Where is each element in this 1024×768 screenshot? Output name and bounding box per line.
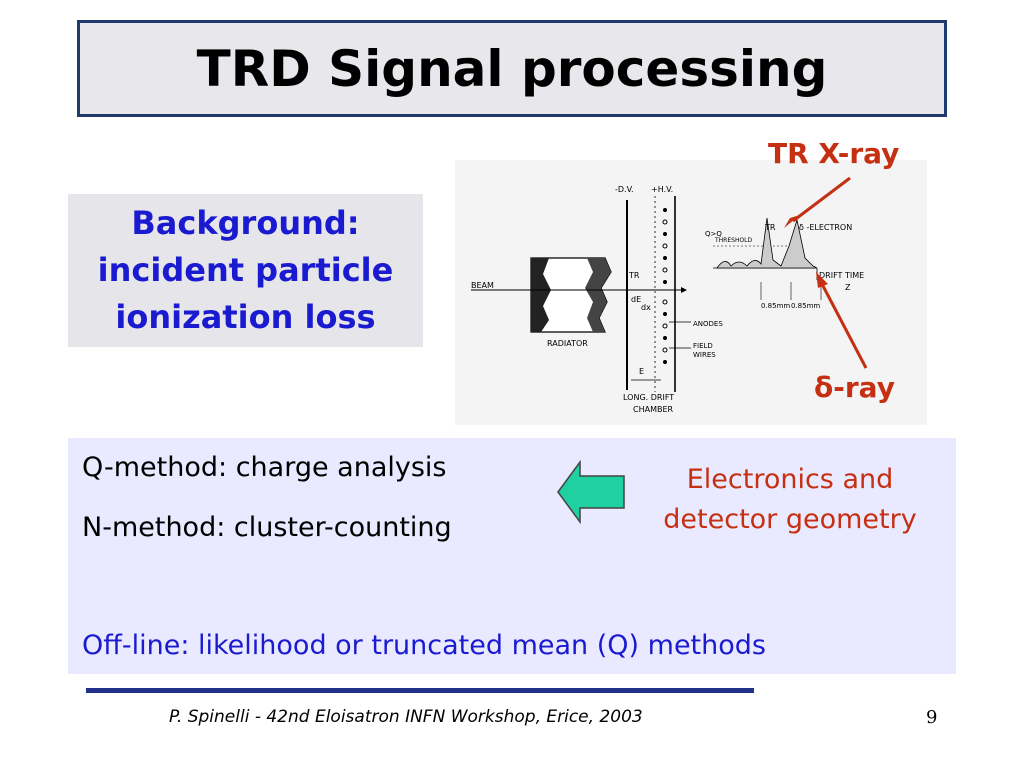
long-drift-label: LONG. DRIFT bbox=[623, 393, 674, 402]
drift-time-label: DRIFT TIME bbox=[819, 271, 864, 280]
n-method: N-method: cluster-counting bbox=[82, 512, 452, 543]
wires-label: WIRES bbox=[693, 351, 716, 359]
hv-label: +H.V. bbox=[651, 185, 673, 194]
signal-tr-label: TR bbox=[764, 223, 776, 232]
threshold-label: THRESHOLD bbox=[714, 237, 753, 244]
footer-rule bbox=[86, 688, 754, 693]
electronics-line-2: detector geometry bbox=[663, 504, 917, 535]
dedx-denominator: dx bbox=[641, 303, 651, 312]
footer-text: P. Spinelli - 42nd Eloisatron INFN Works… bbox=[169, 707, 643, 727]
beam-arrow bbox=[681, 287, 687, 293]
radiator: RADIATOR bbox=[530, 257, 612, 348]
offline-method: Off-line: likelihood or truncated mean (… bbox=[82, 630, 766, 661]
trd-diagram: RADIATOR BEAM -D.V. +H.V. TR dE dx ANODE… bbox=[455, 160, 927, 425]
page-number: 9 bbox=[926, 707, 938, 728]
background-line-1: Background: bbox=[131, 204, 360, 242]
q-threshold-label: Q>Q bbox=[705, 230, 722, 238]
drift-signal bbox=[713, 217, 822, 300]
delta-ray-arrowhead bbox=[816, 272, 828, 288]
tr-xray-label: TR X-ray bbox=[768, 137, 900, 170]
left-arrow-icon bbox=[557, 460, 625, 524]
background-line-2: incident particle bbox=[97, 251, 394, 289]
title-box: TRD Signal processing bbox=[77, 20, 947, 117]
anodes-label: ANODES bbox=[693, 320, 723, 328]
wire-column bbox=[662, 208, 668, 364]
field-label: FIELD bbox=[693, 342, 713, 350]
delta-ray-label: δ-ray bbox=[814, 371, 895, 404]
tr-label: TR bbox=[628, 271, 640, 280]
spacing-label-2: 0.85mm bbox=[791, 302, 820, 310]
e-label: E bbox=[639, 367, 644, 376]
q-method: Q-method: charge analysis bbox=[82, 452, 447, 483]
slide-title: TRD Signal processing bbox=[196, 39, 828, 98]
z-label: Z bbox=[845, 283, 851, 292]
dedx-numerator: dE bbox=[631, 295, 641, 304]
methods-box: Q-method: charge analysis N-method: clus… bbox=[68, 438, 956, 674]
beam-label: BEAM bbox=[471, 281, 494, 290]
spacing-label-1: 0.85mm bbox=[761, 302, 790, 310]
delta-ray-arrow bbox=[820, 283, 868, 369]
delta-electron-label: δ -ELECTRON bbox=[799, 223, 852, 232]
background-box: Background: incident particle ionization… bbox=[68, 194, 423, 347]
background-line-3: ionization loss bbox=[115, 298, 376, 336]
electronics-label: Electronics and detector geometry bbox=[630, 460, 950, 540]
tr-xray-arrowhead bbox=[784, 215, 800, 228]
radiator-label: RADIATOR bbox=[547, 339, 588, 348]
dv-label: -D.V. bbox=[615, 185, 634, 194]
electronics-line-1: Electronics and bbox=[686, 464, 894, 495]
chamber-label: CHAMBER bbox=[633, 405, 674, 414]
tr-xray-arrow bbox=[792, 176, 851, 223]
